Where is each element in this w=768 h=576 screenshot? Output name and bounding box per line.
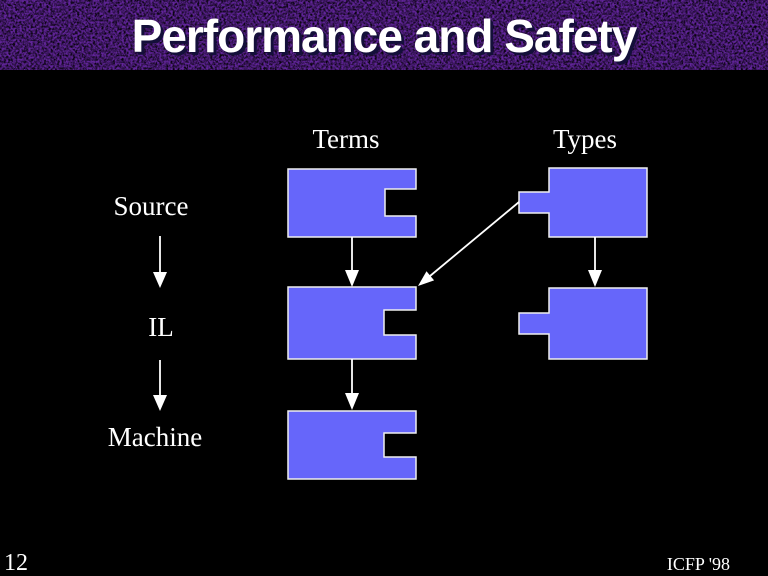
arrowhead-source-to-il-label	[153, 272, 167, 288]
slide-title: Performance and Safety	[131, 10, 638, 62]
column-header-types: Types	[552, 124, 618, 154]
title-banner: Performance and Safety	[0, 0, 768, 70]
banner-noise-rect	[0, 0, 768, 70]
arrowhead-source-types-to-il-terms	[418, 271, 435, 286]
arrow-source-types-to-il-terms	[429, 201, 520, 277]
arrowhead-il-to-machine-label	[153, 395, 167, 411]
arrowhead-source-terms-to-il-terms	[345, 270, 359, 287]
row-label-machine: Machine	[107, 422, 203, 452]
conference-label: ICFP '98	[666, 554, 730, 574]
shape-il-types	[518, 287, 648, 360]
shape-machine-terms	[287, 410, 417, 480]
row-label-il: IL	[148, 312, 174, 342]
page-number: 12	[4, 550, 28, 576]
row-label-source: Source	[113, 191, 189, 221]
column-header-terms: Terms	[312, 124, 380, 154]
purple-noise-texture	[0, 0, 768, 70]
shape-il-terms	[287, 286, 417, 360]
arrowhead-il-terms-to-machine-terms	[345, 393, 359, 410]
arrowhead-source-types-to-il-types	[588, 270, 602, 287]
shape-source-terms	[287, 168, 417, 238]
shape-source-types	[518, 167, 648, 238]
